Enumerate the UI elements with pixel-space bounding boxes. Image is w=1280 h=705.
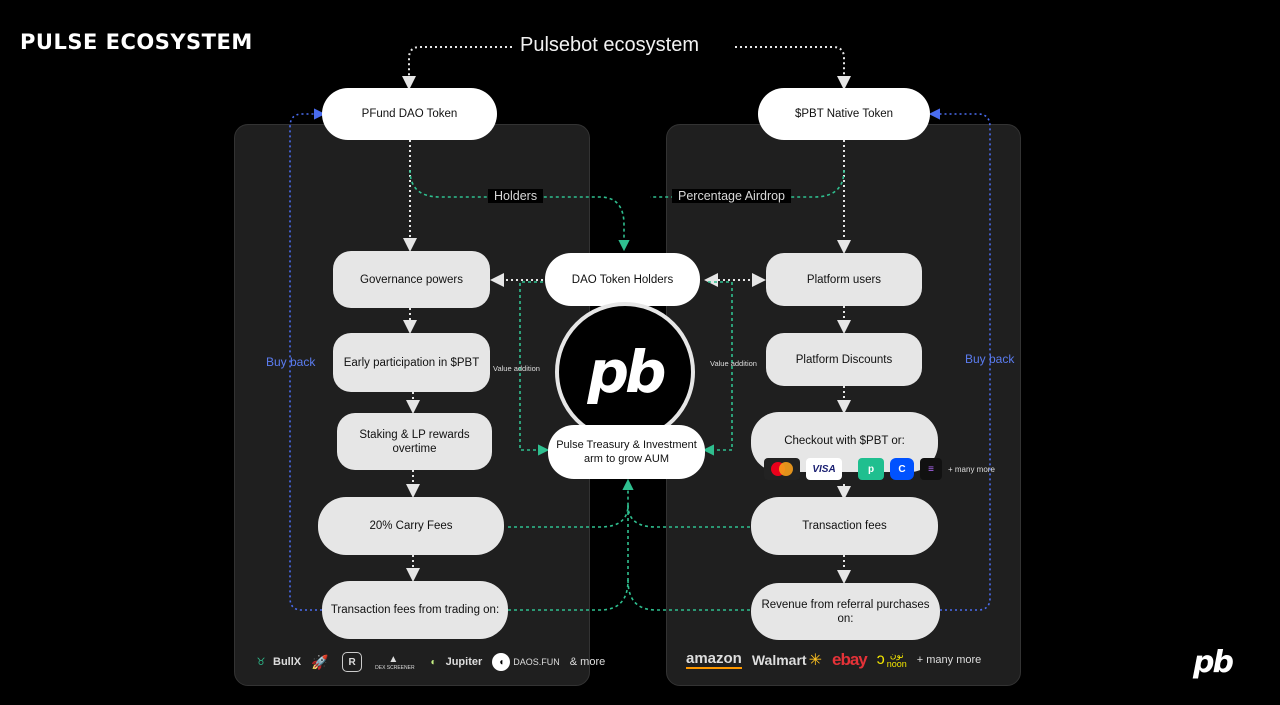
governance-powers-node: Governance powers <box>333 251 490 308</box>
solana-icon: ≡ <box>920 458 942 480</box>
holders-label: Holders <box>488 189 544 203</box>
pulsebot-logo: pb <box>555 302 695 442</box>
raydium-logo: R <box>342 652 365 672</box>
corner-pb-logo: pb <box>1193 645 1234 680</box>
value-addition-right-label: Value addition <box>710 359 757 368</box>
coinbase-icon: C <box>890 458 914 480</box>
carry-fees-node: 20% Carry Fees <box>318 497 504 555</box>
bull-icon: ♉ <box>256 656 266 668</box>
noon-logo: نون noon <box>886 650 907 669</box>
jupiter-logo: ◐ Jupiter <box>425 653 483 671</box>
payment-methods-row: VISA p C ≡ + many more <box>764 458 995 480</box>
pfund-dao-token-node: PFund DAO Token <box>322 88 497 140</box>
walmart-spark-icon: ✳ <box>808 652 822 669</box>
green-flow-connectors <box>409 169 845 611</box>
pulse-treasury-node: Pulse Treasury & Investment arm to grow … <box>548 425 705 479</box>
jupiter-icon: ◐ <box>430 656 437 668</box>
pb-logo-text: pb <box>587 338 666 406</box>
left-chain-connectors <box>403 140 420 582</box>
walmart-logo: Walmart <box>751 652 807 668</box>
revenue-referral-node: Revenue from referral purchases on: <box>751 583 940 640</box>
daosfun-icon: ◖ <box>492 653 511 671</box>
raydium-icon: R <box>342 652 363 672</box>
rocket-logo: 🚀 <box>311 653 332 671</box>
more-platforms-text: & more <box>569 656 606 668</box>
payment-more-text: + many more <box>948 464 995 474</box>
staking-rewards-node: Staking & LP rewards overtime <box>337 413 492 470</box>
transaction-fees-trading-node: Transaction fees from trading on: <box>322 581 508 639</box>
transaction-fees-node: Transaction fees <box>751 497 938 555</box>
top-loop-connector <box>402 46 851 90</box>
ebay-logo: ebay <box>831 650 868 669</box>
visa-icon: VISA <box>806 458 842 480</box>
amazon-logo: amazon <box>686 650 742 669</box>
pbt-native-token-node: $PBT Native Token <box>758 88 930 140</box>
buy-back-left-label: Buy back <box>266 355 316 369</box>
ecosystem-label: Pulsebot ecosystem <box>512 34 707 57</box>
mastercard-icon <box>764 458 800 480</box>
early-participation-node: Early participation in $PBT <box>333 333 490 392</box>
rocket-icon: 🚀 <box>311 653 329 670</box>
payment-app-icon: p <box>858 458 884 480</box>
value-addition-left-label: Value addition <box>493 364 540 373</box>
airdrop-label: Percentage Airdrop <box>672 189 792 203</box>
bullx-logo: ♉ BullX <box>252 653 302 671</box>
daosfun-logo: ◖ DAOS.FUN <box>492 653 560 671</box>
dexscreener-icon: ▲ <box>388 653 399 665</box>
dexscreener-logo: ▲ DEX SCREENER <box>375 653 415 672</box>
platform-discounts-node: Platform Discounts <box>766 333 922 386</box>
buyback-connectors <box>289 108 991 611</box>
trading-platforms-row: ♉ BullX 🚀 R ▲ DEX SCREENER ◐ Jupiter ◖ D… <box>252 652 615 672</box>
noon-icon: ↄ <box>876 651 885 668</box>
dao-token-holders-node: DAO Token Holders <box>545 253 700 306</box>
page-title: PULSE ECOSYSTEM <box>20 30 253 54</box>
buy-back-right-label: Buy back <box>965 352 1015 366</box>
merchants-row: amazon Walmart ✳ ebay ↄ نون noon + many … <box>686 650 991 670</box>
platform-users-node: Platform users <box>766 253 922 306</box>
more-merchants-text: + many more <box>916 654 982 666</box>
